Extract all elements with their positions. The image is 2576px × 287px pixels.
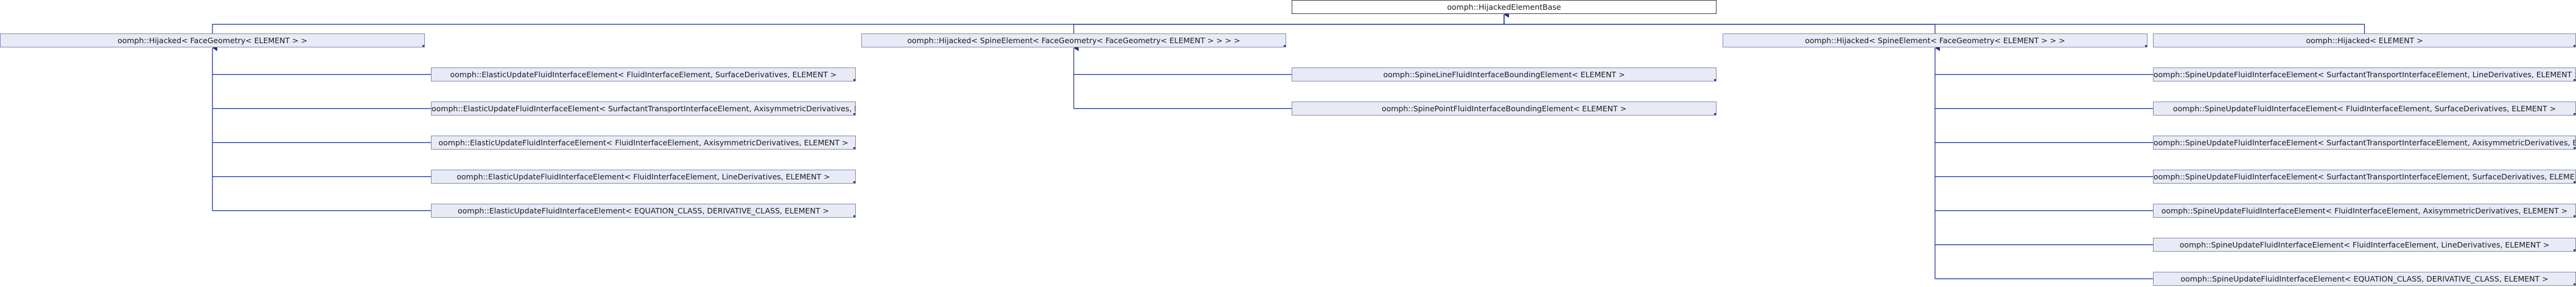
node-elastic-update-fluid-line[interactable]: oomph::ElasticUpdateFluidInterfaceElemen… <box>431 170 856 184</box>
node-spine-update-surfactant-line[interactable]: oomph::SpineUpdateFluidInterfaceElement<… <box>2153 67 2576 81</box>
node-spine-point-bounding[interactable]: oomph::SpinePointFluidInterfaceBoundingE… <box>1292 102 1717 116</box>
node-spine-update-template[interactable]: oomph::SpineUpdateFluidInterfaceElement<… <box>2153 272 2576 286</box>
node-elastic-update-surfactant-axisym[interactable]: oomph::ElasticUpdateFluidInterfaceElemen… <box>431 102 856 116</box>
node-hijacked-element[interactable]: oomph::Hijacked< ELEMENT > <box>2153 33 2576 47</box>
node-spine-update-fluid-axisym[interactable]: oomph::SpineUpdateFluidInterfaceElement<… <box>2153 204 2576 218</box>
node-hijacked-face-geometry[interactable]: oomph::Hijacked< FaceGeometry< ELEMENT >… <box>0 33 425 47</box>
node-spine-update-surfactant-surface[interactable]: oomph::SpineUpdateFluidInterfaceElement<… <box>2153 170 2576 184</box>
node-hijacked-element-base[interactable]: oomph::HijackedElementBase <box>1292 0 1717 14</box>
node-hijacked-spine-face-face-geometry[interactable]: oomph::Hijacked< SpineElement< FaceGeome… <box>861 33 1286 47</box>
node-spine-line-bounding[interactable]: oomph::SpineLineFluidInterfaceBoundingEl… <box>1292 67 1717 81</box>
node-elastic-update-fluid-surface[interactable]: oomph::ElasticUpdateFluidInterfaceElemen… <box>431 67 856 81</box>
node-spine-update-fluid-line[interactable]: oomph::SpineUpdateFluidInterfaceElement<… <box>2153 238 2576 252</box>
node-spine-update-surfactant-axisym[interactable]: oomph::SpineUpdateFluidInterfaceElement<… <box>2153 136 2576 150</box>
node-elastic-update-template[interactable]: oomph::ElasticUpdateFluidInterfaceElemen… <box>431 204 856 218</box>
edge-hij_spine_face_face-to-root <box>1073 12 1509 33</box>
edge-hij_element-to-root <box>1503 12 2365 33</box>
node-elastic-update-fluid-axisym[interactable]: oomph::ElasticUpdateFluidInterfaceElemen… <box>431 136 856 150</box>
node-spine-update-fluid-surface[interactable]: oomph::SpineUpdateFluidInterfaceElement<… <box>2153 102 2576 116</box>
node-hijacked-spine-face-geometry[interactable]: oomph::Hijacked< SpineElement< FaceGeome… <box>1723 33 2147 47</box>
